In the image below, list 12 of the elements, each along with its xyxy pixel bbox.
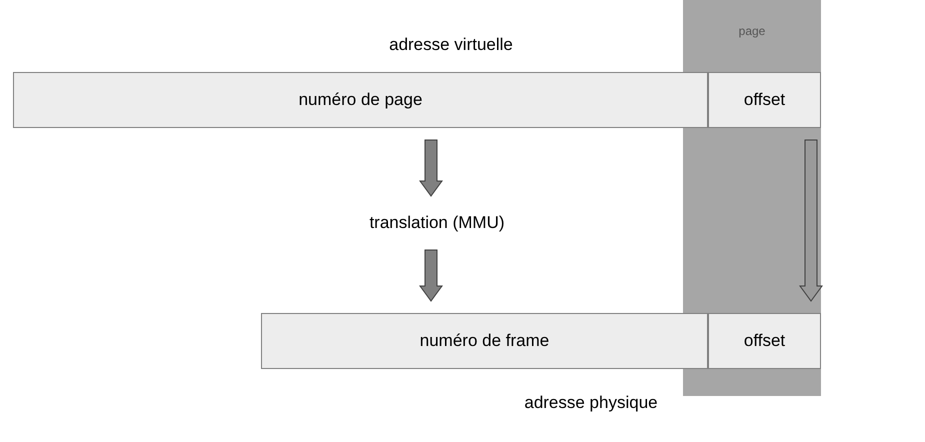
address-field: numéro de frame [261, 313, 708, 369]
band-heading: page [738, 23, 766, 40]
address-field: numéro de page [13, 72, 708, 128]
address-field: offset [708, 72, 821, 128]
address-caption: adresse virtuelle [388, 34, 514, 56]
address-field: offset [708, 313, 821, 369]
block-arrow [799, 140, 823, 302]
block-arrow [419, 250, 443, 302]
address-caption: adresse physique [523, 392, 659, 414]
page-band [683, 0, 821, 396]
step-text: translation (MMU) [322, 208, 552, 238]
block-arrow [419, 140, 443, 197]
